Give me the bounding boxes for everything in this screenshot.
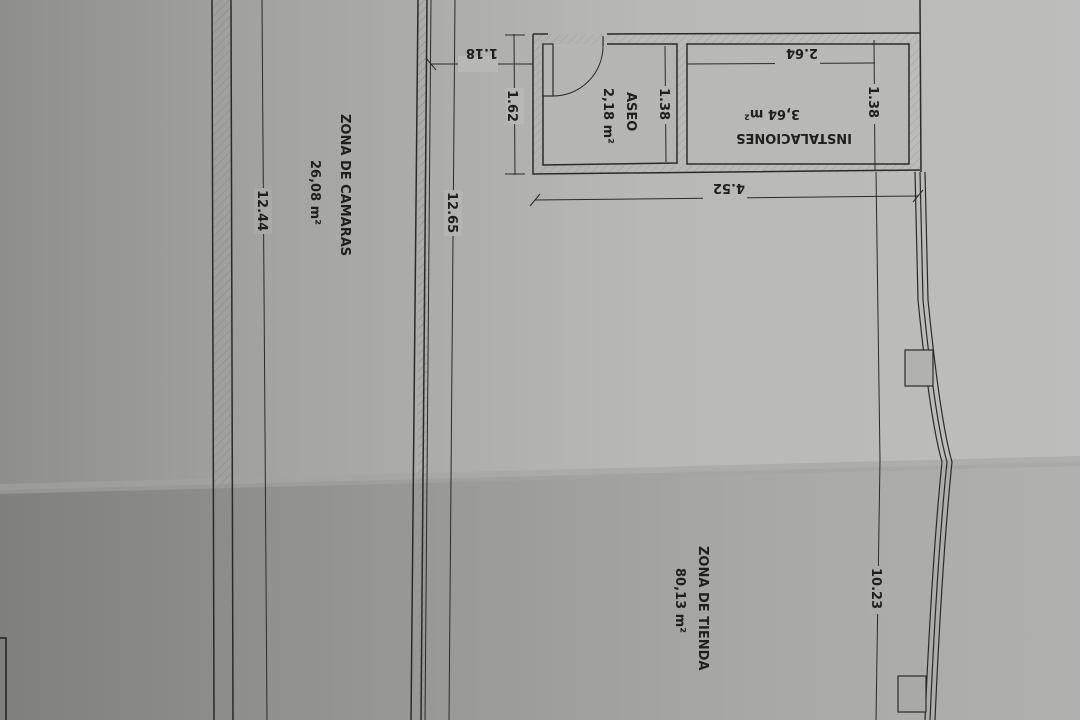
svg-text:3,64 m²: 3,64 m² [744, 106, 800, 121]
svg-text:ASEO: ASEO [623, 92, 638, 131]
svg-text:1.38: 1.38 [656, 88, 671, 120]
paper-fold-shadow [0, 456, 1080, 494]
column-1 [904, 349, 934, 387]
camaras-partition-wall [410, 0, 432, 720]
paper-bottom-half [0, 462, 1080, 720]
dimension-10-23: 10.23 [868, 171, 888, 720]
room-label-camaras: ZONA DE CAMARAS 26,08 m² [307, 114, 352, 256]
room-label-tienda: ZONA DE TIENDA 80,13 m² [672, 546, 710, 670]
door-swing-arc [552, 45, 604, 97]
svg-text:10.23: 10.23 [868, 568, 883, 609]
svg-text:1.62: 1.62 [504, 90, 519, 122]
dimension-12-44: 12.44 [254, 0, 272, 720]
column-2 [897, 675, 927, 713]
svg-text:12.44: 12.44 [254, 190, 269, 231]
svg-text:1.38: 1.38 [865, 86, 880, 118]
svg-text:2,18 m²: 2,18 m² [600, 88, 615, 144]
svg-text:80,13 m²: 80,13 m² [672, 568, 687, 633]
left-exterior-wall [211, 0, 234, 720]
room-aseo: ASEO 2,18 m² 1.38 [542, 36, 678, 166]
svg-text:ZONA DE CAMARAS: ZONA DE CAMARAS [337, 114, 352, 256]
svg-text:1.18: 1.18 [466, 45, 498, 60]
dimension-4-52: 4.52 [529, 180, 924, 207]
svg-text:ZONA DE TIENDA: ZONA DE TIENDA [695, 546, 710, 670]
room-instalaciones: 2.64 1.38 INSTALACIONES 3,64 m² [686, 39, 910, 171]
right-facade [897, 171, 953, 720]
dimension-12-65: 12.65 [444, 0, 462, 720]
svg-text:INSTALACIONES: INSTALACIONES [736, 130, 852, 145]
svg-text:12.65: 12.65 [444, 192, 459, 233]
svg-text:2.64: 2.64 [786, 45, 818, 60]
svg-text:4.52: 4.52 [713, 180, 745, 195]
edge-object [0, 637, 7, 720]
dimension-1-18: 1.18 [425, 45, 533, 72]
svg-text:26,08 m²: 26,08 m² [307, 160, 322, 225]
dimension-1-62: 1.62 [504, 33, 525, 176]
